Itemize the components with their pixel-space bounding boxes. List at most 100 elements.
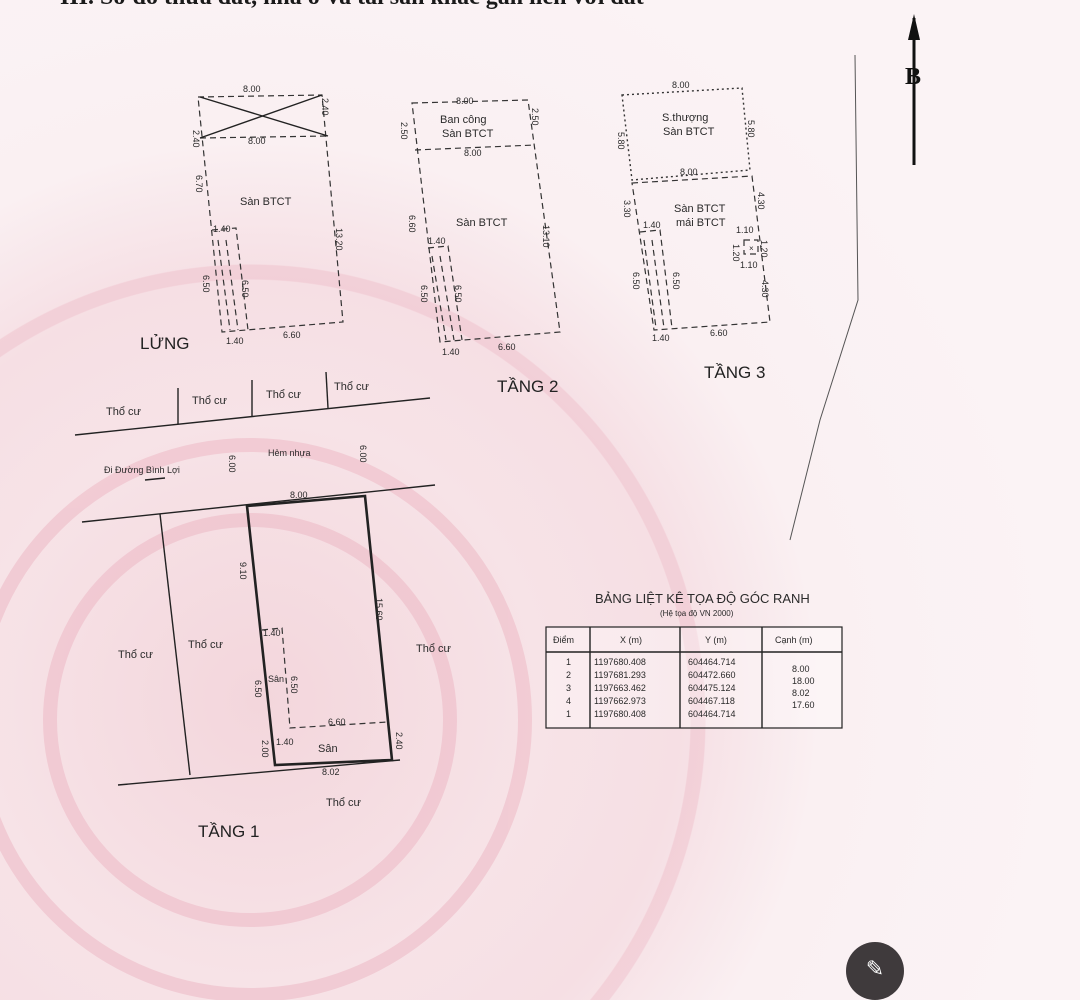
dimension-label: 1.20: [731, 244, 741, 262]
dimension-label: Y (m): [705, 635, 727, 645]
dimension-label: 1.40: [428, 236, 446, 246]
dimension-label: 2.50: [399, 122, 409, 140]
dimension-label: Sàn BTCT: [240, 196, 292, 208]
dimension-label: 6.50: [240, 280, 250, 298]
dimension-label: 1.40: [213, 224, 231, 234]
dimension-label: 6.50: [253, 680, 263, 698]
boundary-line: [789, 54, 859, 541]
cell-x: 1197663.462: [594, 683, 646, 693]
dimension-label: 6.50: [419, 285, 429, 303]
dimension-label: 2.50: [530, 108, 540, 126]
cell-x: 1197680.408: [594, 657, 646, 667]
floor-plan-lung: 8.00 2.40 2.40 8.00 Sàn BTCT 6.70 13.20 …: [140, 84, 344, 353]
cell-point: 4: [566, 696, 571, 706]
dimension-label: 1.10: [736, 225, 754, 235]
tang3-title: TẦNG 3: [704, 363, 765, 382]
dimension-label: 8.00: [243, 84, 261, 94]
dimension-label: 8.00: [456, 96, 474, 106]
alley-label: Hẻm nhựa: [268, 448, 311, 458]
dimension-label: Sân: [318, 743, 338, 755]
edit-button[interactable]: ✎: [846, 942, 904, 1000]
cell-y: 604464.714: [688, 709, 736, 719]
section-heading: III. Sơ đồ thửa đất, nhà ở và tài sản kh…: [60, 0, 644, 10]
dimension-label: Thổ cư: [106, 406, 142, 418]
dimension-label: 1.40: [442, 347, 460, 357]
dimension-label: 6.60: [328, 717, 346, 727]
dimension-label: Thổ cư: [334, 381, 370, 393]
dimension-label: 4.30: [760, 280, 770, 298]
dimension-label: 9.10: [238, 562, 248, 580]
dimension-label: 8.00: [290, 490, 308, 500]
lung-title: LỬNG: [140, 334, 189, 353]
cell-edge: 8.00: [792, 664, 810, 674]
cell-edge: 18.00: [792, 676, 815, 686]
dimension-label: 1.20: [759, 240, 769, 258]
dimension-label: 6.50: [453, 285, 463, 303]
dimension-label: 2.40: [394, 732, 404, 750]
shaft-icon: ×: [749, 244, 754, 253]
dimension-label: 8.00: [672, 80, 690, 90]
cell-y: 604472.660: [688, 670, 736, 680]
road-direction: Đi Đường Bình Lợi: [104, 465, 180, 475]
dimension-label: Thổ cư: [416, 643, 452, 655]
tang2-title: TẦNG 2: [497, 377, 558, 396]
dimension-label: 6.60: [710, 328, 728, 338]
table-subtitle: (Hệ tọa độ VN 2000): [660, 609, 734, 618]
dimension-label: 6.00: [227, 455, 237, 473]
dimension-label: 6.50: [201, 275, 211, 293]
cell-y: 604464.714: [688, 657, 736, 667]
dimension-label: 8.00: [248, 136, 266, 146]
cell-x: 1197680.408: [594, 709, 646, 719]
dimension-label: 6.00: [358, 445, 368, 463]
dimension-label: 2.40: [191, 130, 201, 148]
cell-edge: 8.02: [792, 688, 810, 698]
cell-point: 1: [566, 709, 571, 719]
dimension-label: 1.40: [643, 220, 661, 230]
dimension-label: 4.30: [756, 192, 766, 210]
dimension-label: 1.40: [263, 628, 281, 638]
dimension-label: 8.02: [322, 767, 340, 777]
dimension-label: 1.40: [276, 737, 294, 747]
north-arrow-icon: B: [905, 14, 921, 165]
coordinate-table: BẢNG LIỆT KÊ TỌA ĐỘ GÓC RANH (Hệ tọa độ …: [545, 591, 843, 729]
dimension-label: 15.60: [374, 598, 384, 621]
dimension-label: 6.50: [289, 676, 299, 694]
dimension-label: 1.40: [652, 333, 670, 343]
magic-wand-icon: ✎: [865, 956, 885, 981]
dimension-label: Thổ cư: [326, 797, 362, 809]
dimension-label: 1.10: [740, 260, 758, 270]
dimension-label: Sàn BTCT: [663, 126, 715, 138]
floor-plan-tang2: 8.00 Ban công Sàn BTCT 2.50 2.50 8.00 Sà…: [399, 96, 561, 396]
dimension-label: 8.00: [464, 148, 482, 158]
cell-point: 1: [566, 657, 571, 667]
dimension-label: Sàn BTCT: [442, 128, 494, 140]
dimension-label: 6.50: [631, 272, 641, 290]
cell-point: 2: [566, 670, 571, 680]
dimension-label: Điểm: [553, 635, 574, 645]
dimension-label: 6.60: [283, 330, 301, 340]
cell-edge: 17.60: [792, 700, 815, 710]
dimension-label: Thổ cư: [266, 389, 302, 401]
tang1-title: TẦNG 1: [198, 822, 259, 841]
dimension-label: 8.00: [680, 167, 698, 177]
cell-x: 1197662.973: [594, 696, 646, 706]
dimension-label: Thổ cư: [192, 395, 228, 407]
floor-plan-tang3: × 8.00 S.thượng Sàn BTCT 5.80 5.80 8.00 …: [616, 80, 771, 382]
dimension-label: 13.10: [541, 225, 551, 248]
dimension-label: Sân: [268, 674, 284, 684]
watermark-drum-pattern: [0, 438, 532, 1000]
dimension-label: X (m): [620, 635, 642, 645]
dimension-label: 1.40: [226, 336, 244, 346]
cell-y: 604475.124: [688, 683, 736, 693]
dimension-label: 6.60: [498, 342, 516, 352]
north-label: B: [905, 64, 921, 90]
cell-point: 3: [566, 683, 571, 693]
dimension-label: 13.20: [334, 228, 344, 251]
dimension-label: Sàn BTCT: [674, 203, 726, 215]
cell-x: 1197681.293: [594, 670, 646, 680]
dimension-label: 3.30: [622, 200, 632, 218]
dimension-label: Thổ cư: [118, 649, 154, 661]
dimension-label: 6.50: [671, 272, 681, 290]
dimension-label: 6.60: [407, 215, 417, 233]
dimension-label: 6.70: [194, 175, 204, 193]
